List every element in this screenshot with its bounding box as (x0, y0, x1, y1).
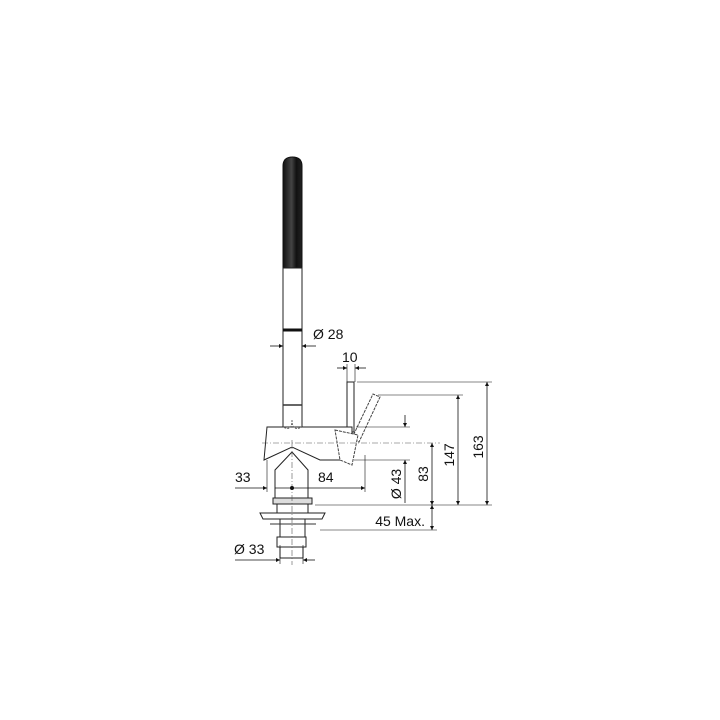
body (263, 426, 353, 461)
extension-lines (266, 340, 492, 564)
flange-plate (259, 512, 326, 520)
spout-tube (282, 267, 303, 428)
nut (276, 536, 307, 548)
lever-rod (346, 381, 355, 433)
label-total-height: 163 (470, 435, 486, 459)
label-body-diameter: Ø 43 (388, 469, 404, 500)
label-spout-diameter: Ø 28 (313, 326, 344, 342)
lower-stem (274, 451, 309, 501)
label-left-offset: 33 (235, 469, 251, 485)
dimension-labels: Ø 28 10 163 147 83 Ø 43 45 Max. 33 84 Ø … (234, 326, 486, 557)
label-lever-offset: 84 (318, 469, 334, 485)
spout-head (282, 156, 303, 269)
label-body-height: 83 (415, 466, 431, 482)
label-spout-height: 147 (441, 443, 457, 467)
label-max-thickness: 45 Max. (375, 513, 425, 529)
mounting-ring (272, 497, 313, 505)
faucet-drawing (259, 156, 440, 565)
label-shank-diameter: Ø 33 (234, 541, 265, 557)
label-lever-width: 10 (342, 349, 358, 365)
dimension-lines (235, 344, 489, 562)
